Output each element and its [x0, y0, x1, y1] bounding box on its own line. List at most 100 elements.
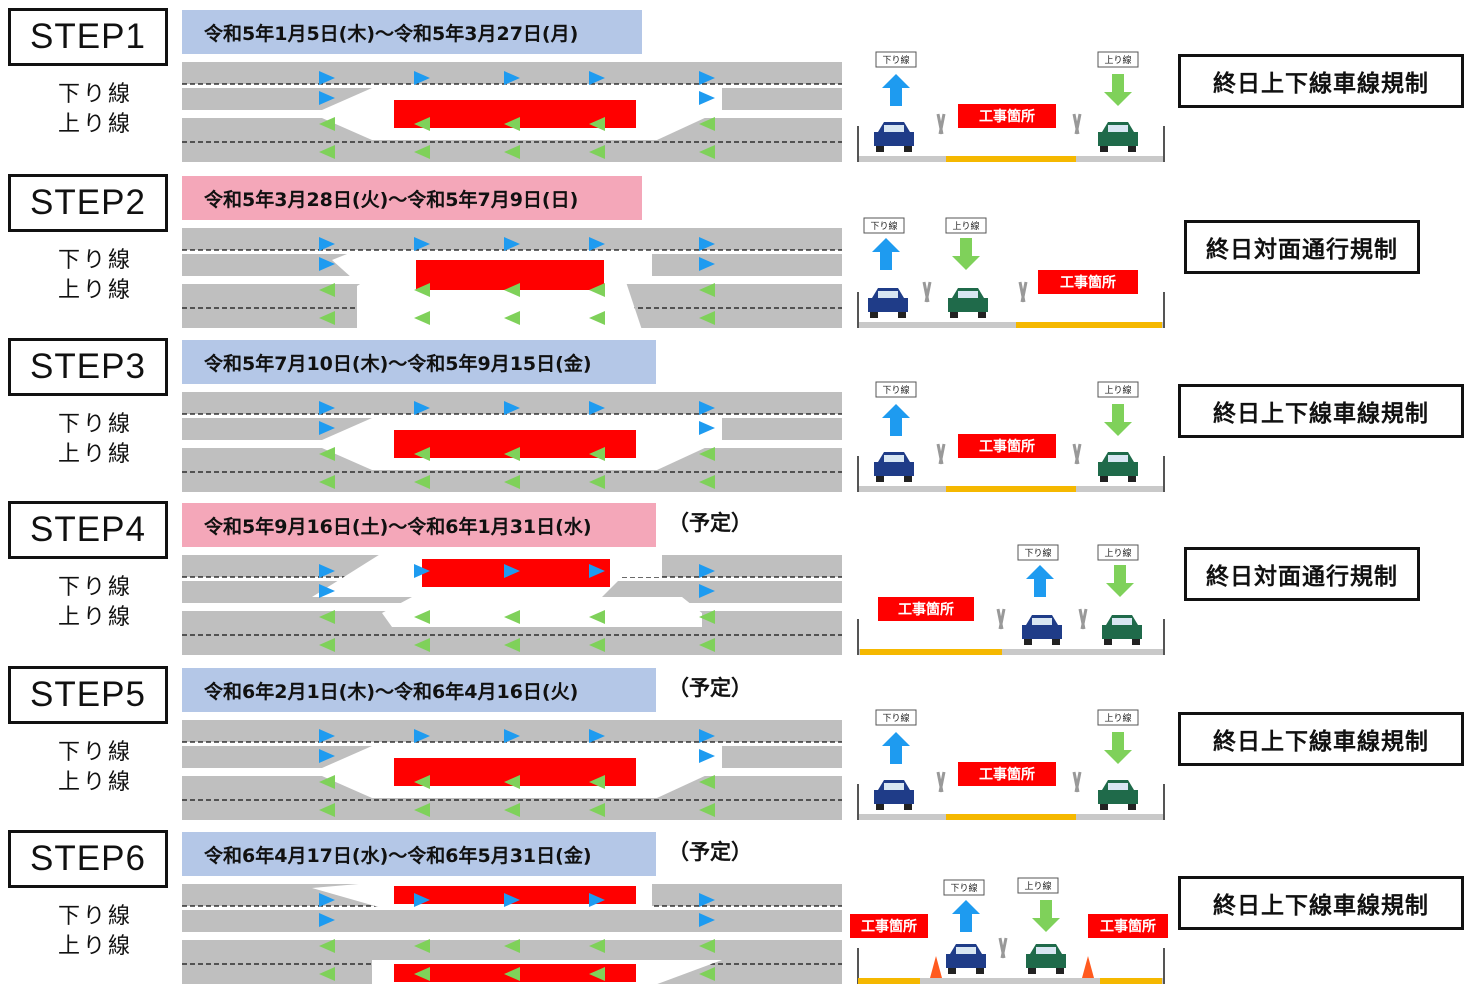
road-plan	[182, 60, 842, 168]
car-wheel	[976, 968, 984, 974]
downbound-arrow	[504, 893, 520, 907]
car-icon	[874, 780, 914, 810]
step-label: STEP3	[8, 338, 168, 396]
regulation-label: 終日上下線車線規制	[1178, 712, 1464, 766]
downbound-arrow	[699, 893, 715, 907]
upbound-arrow	[414, 145, 430, 159]
road-plan-diagram	[182, 720, 842, 820]
upbound-label: 上り線	[58, 278, 134, 303]
road-plan-diagram	[182, 62, 842, 162]
upbound-arrow	[589, 967, 605, 981]
upbound-arrow	[589, 610, 605, 624]
car-wheel	[1024, 639, 1032, 645]
work-area-box	[958, 104, 1056, 128]
car-wheel	[1132, 639, 1140, 645]
sign-up-text: 上り線	[1024, 880, 1051, 892]
upbound-arrow	[504, 447, 520, 461]
upbound-arrow	[414, 283, 430, 297]
sign-up	[1097, 51, 1139, 68]
work-zone	[416, 260, 604, 290]
work-area-box	[1088, 914, 1168, 938]
downbound-arrow	[589, 237, 605, 251]
sign-down	[943, 879, 985, 896]
road-plan-diagram	[182, 392, 842, 492]
cross-section-diagram: 下り線上り線工事箇所工事箇所	[850, 877, 1168, 984]
period-date: 令和6年2月1日(木)～令和6年4月16日(火)	[182, 668, 656, 712]
upbound-arrow	[699, 447, 715, 461]
regulation-label: 終日上下線車線規制	[1178, 876, 1464, 930]
period-date: 令和5年1月5日(木)～令和5年3月27日(月)	[182, 10, 642, 54]
car-window	[1108, 125, 1128, 132]
downbound-arrow	[319, 401, 335, 415]
downbound-arrow	[699, 913, 715, 927]
road-plan	[182, 226, 842, 334]
downbound-arrow	[699, 237, 715, 251]
downbound-arrow	[319, 91, 335, 105]
cross-section: 下り線上り線工事箇所	[857, 381, 1165, 492]
step-block: STEP1 下り線 上り線 令和5年1月5日(木)～令和5年3月27日(月) 下…	[0, 4, 1471, 168]
cross-section: 下り線上り線工事箇所工事箇所	[850, 866, 1170, 992]
downbound-label: 下り線	[58, 248, 134, 273]
cross-section-diagram: 下り線上り線工事箇所	[857, 51, 1165, 162]
downbound-arrow	[699, 584, 715, 598]
step-label: STEP4	[8, 501, 168, 559]
car-wheel	[1128, 146, 1136, 152]
cross-section: 下り線上り線工事箇所	[850, 374, 1170, 500]
cross-section-diagram: 下り線上り線工事箇所	[857, 544, 1165, 655]
car-icon	[1026, 944, 1066, 974]
upbound-arrow	[589, 145, 605, 159]
upbound-arrow	[589, 283, 605, 297]
upbound-arrow	[319, 803, 335, 817]
upbound-big-arrow	[1104, 404, 1132, 436]
sign-down-text: 下り線	[882, 384, 909, 396]
car-window	[958, 291, 978, 298]
downbound-arrow	[589, 401, 605, 415]
car-icon	[1098, 452, 1138, 482]
road-plan-diagram	[182, 882, 842, 986]
car-wheel	[1100, 476, 1108, 482]
downbound-arrow	[319, 237, 335, 251]
car-wheel	[876, 804, 884, 810]
car-window	[884, 783, 904, 790]
barrier-icon	[996, 608, 1006, 630]
cross-section-diagram: 下り線上り線工事箇所	[857, 381, 1165, 492]
traffic-lane	[182, 940, 842, 962]
sign-up	[1097, 709, 1139, 726]
sign-down-text: 下り線	[882, 712, 909, 724]
sign-up	[1097, 544, 1139, 561]
planned-note: （予定）	[668, 511, 752, 535]
regulation-label: 終日対面通行規制	[1184, 547, 1420, 601]
downbound-arrow	[319, 421, 335, 435]
downbound-label: 下り線	[58, 740, 134, 765]
traffic-lane	[182, 720, 842, 742]
cross-section: 下り線上り線工事箇所	[850, 702, 1170, 828]
cross-section: 下り線上り線工事箇所	[857, 544, 1165, 655]
downbound-arrow	[414, 564, 430, 578]
sign-down	[875, 709, 917, 726]
upbound-arrow	[414, 638, 430, 652]
car-wheel	[1052, 639, 1060, 645]
work-area-text: 工事箇所	[979, 108, 1035, 125]
downbound-arrow	[699, 401, 715, 415]
traffic-lane	[182, 62, 842, 84]
car-wheel	[1100, 146, 1108, 152]
road-plan-diagram	[182, 553, 842, 655]
upbound-arrow	[699, 967, 715, 981]
downbound-arrow	[589, 729, 605, 743]
downbound-arrow	[504, 401, 520, 415]
work-area-box	[878, 597, 974, 621]
car-wheel	[1128, 476, 1136, 482]
step-label: STEP5	[8, 666, 168, 724]
downbound-arrow	[319, 584, 335, 598]
downbound-arrow	[319, 71, 335, 85]
upbound-arrow	[504, 145, 520, 159]
upbound-arrow	[504, 610, 520, 624]
upbound-arrow	[589, 939, 605, 953]
cross-section: 下り線上り線工事箇所	[857, 709, 1165, 820]
work-zone	[422, 559, 610, 587]
upbound-arrow	[319, 447, 335, 461]
work-area-box	[958, 762, 1056, 786]
car-wheel	[1028, 968, 1036, 974]
road-plan	[182, 390, 842, 498]
upbound-arrow	[589, 447, 605, 461]
